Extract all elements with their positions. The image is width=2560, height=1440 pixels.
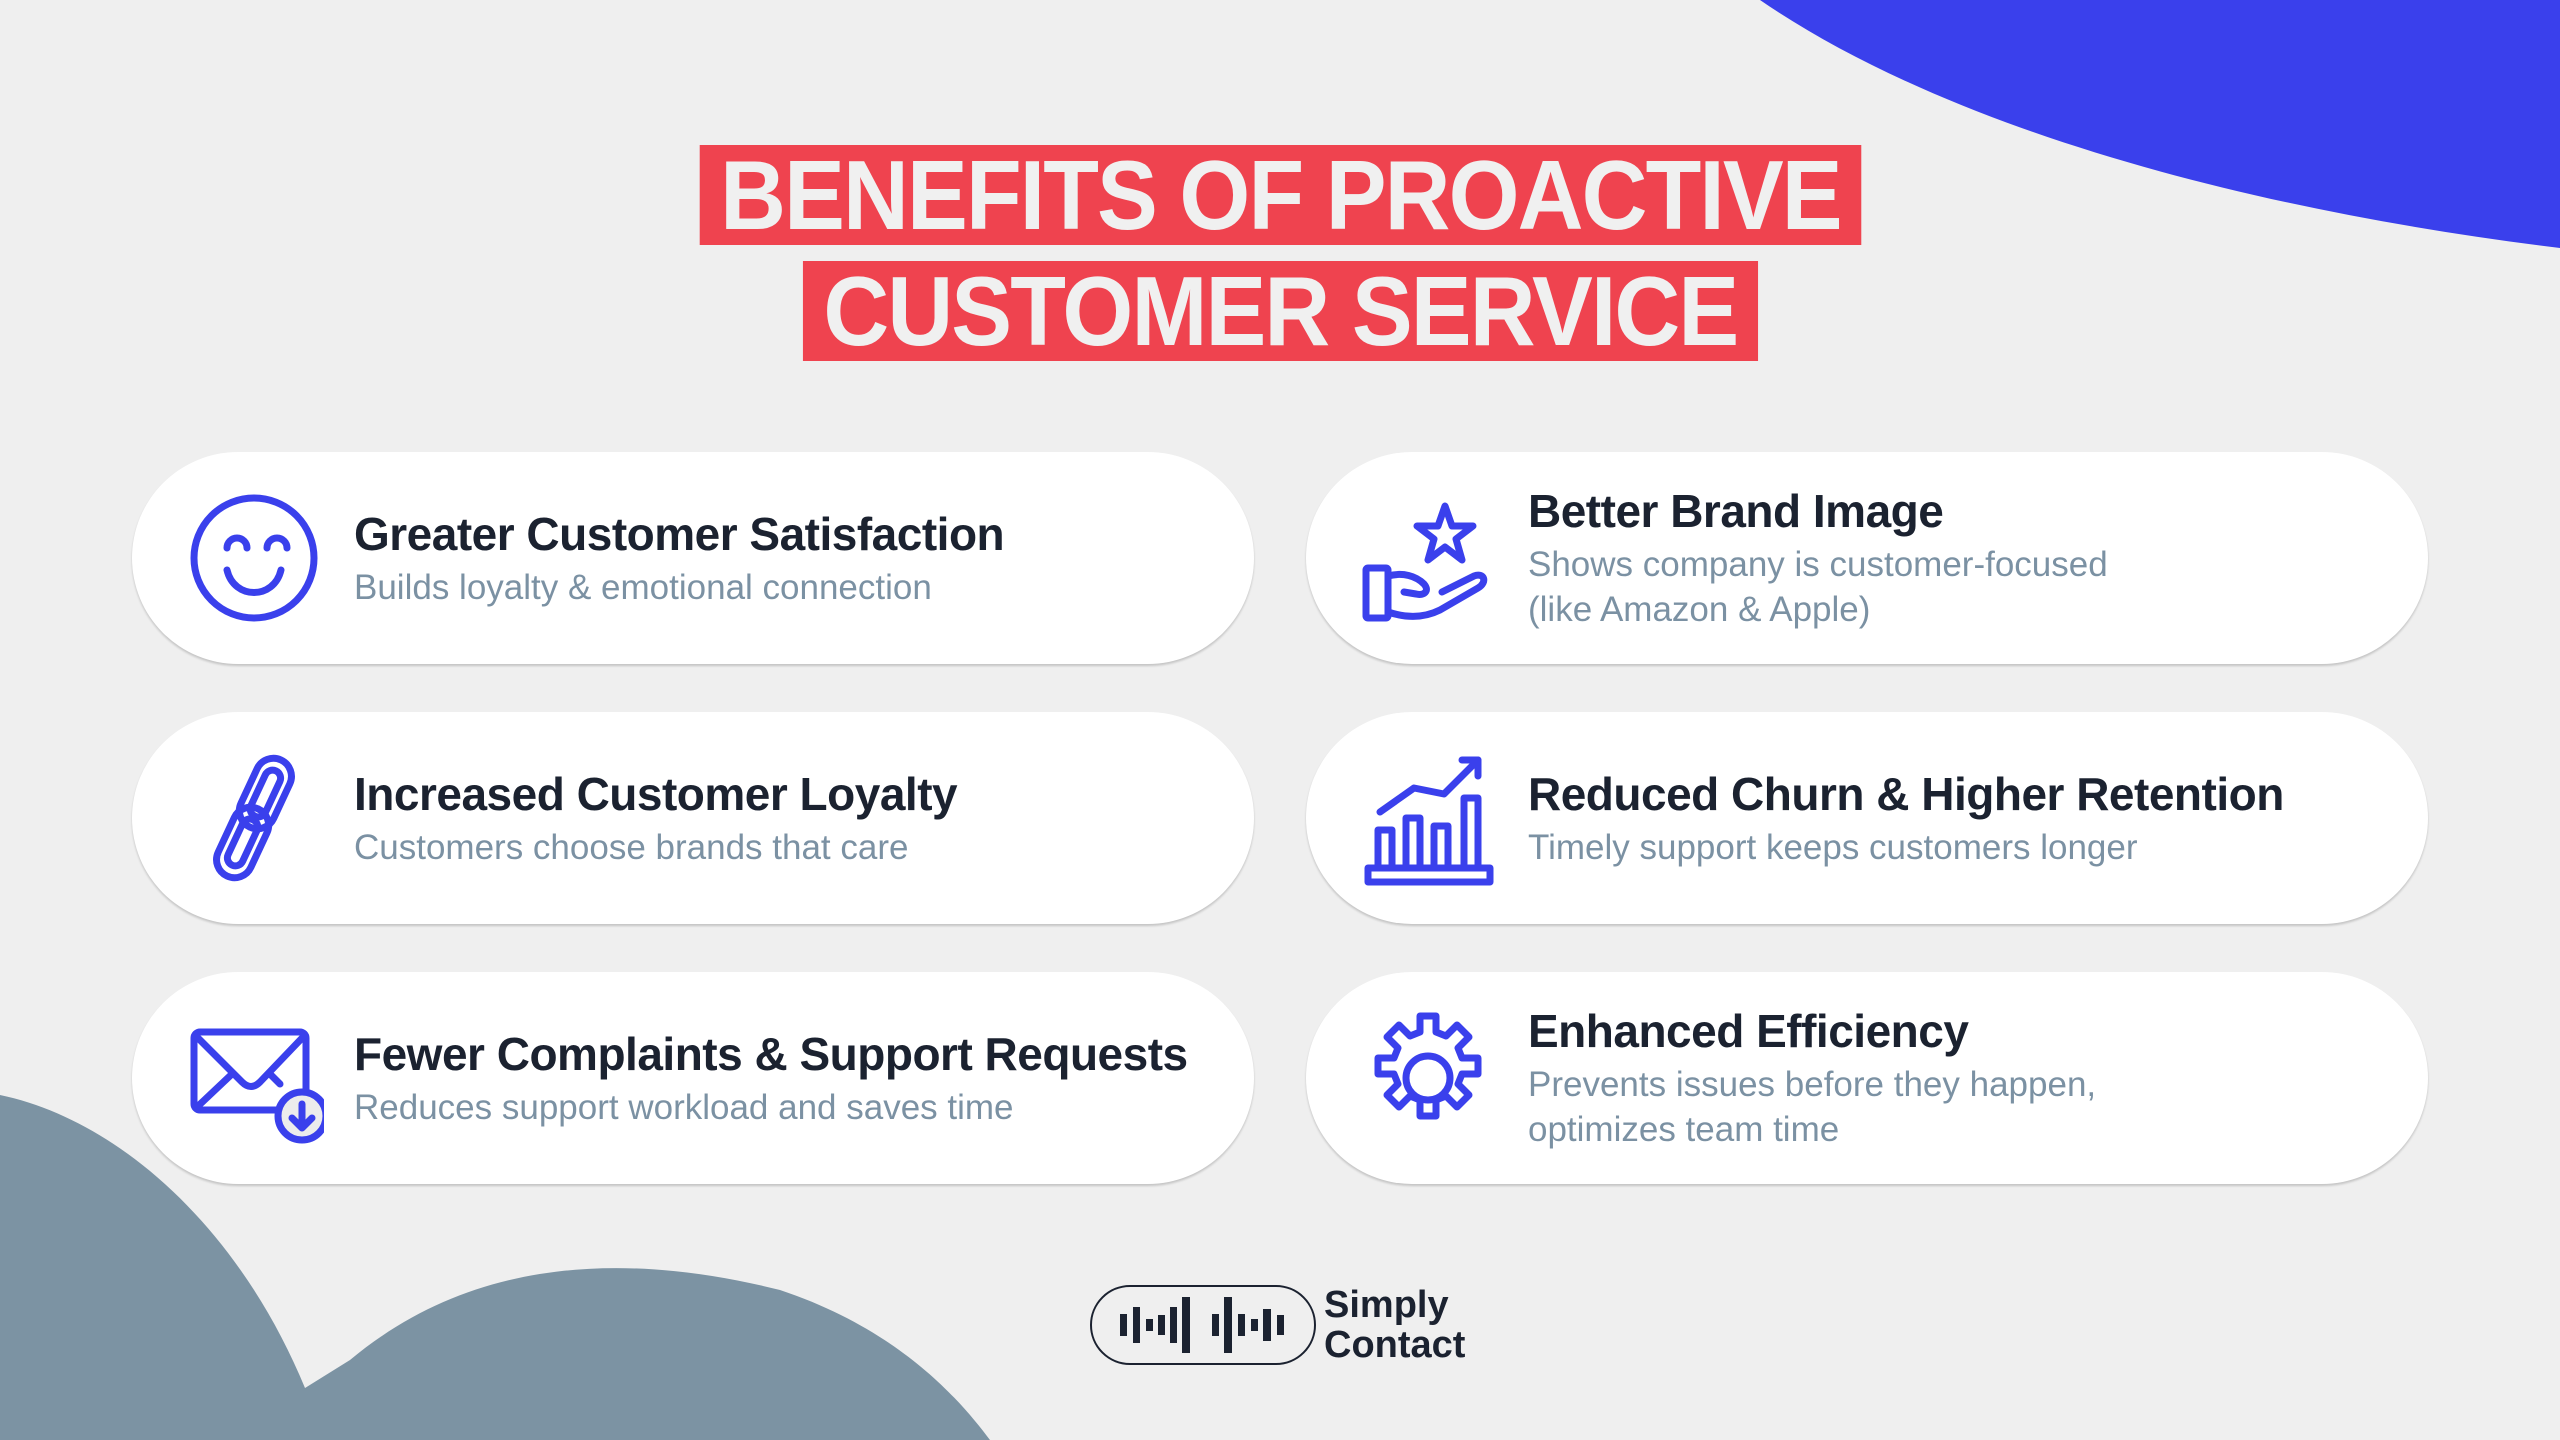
growth-chart-icon: [1358, 748, 1498, 888]
benefit-card-brand-image: Better Brand Image Shows company is cust…: [1306, 452, 2428, 664]
soundwave-icon: [1090, 1285, 1316, 1365]
smiley-face-icon: [184, 488, 324, 628]
card-heading: Increased Customer Loyalty: [354, 767, 958, 820]
benefit-card-satisfaction: Greater Customer Satisfaction Builds loy…: [132, 452, 1254, 664]
card-heading: Fewer Complaints & Support Requests: [354, 1027, 1188, 1080]
card-heading: Better Brand Image: [1528, 485, 1944, 537]
card-heading: Greater Customer Satisfaction: [354, 507, 1005, 560]
logo-line-2: Contact: [1324, 1324, 1466, 1366]
gear-icon: [1358, 1008, 1498, 1148]
card-subtext: Timely support keeps customers longer: [1528, 827, 2138, 867]
benefit-card-retention: Reduced Churn & Higher Retention Timely …: [1306, 712, 2428, 924]
card-subtext: Customers choose brands that care: [354, 827, 909, 867]
benefit-card-complaints: Fewer Complaints & Support Requests Redu…: [132, 972, 1254, 1184]
simply-contact-logo: Simply Contact: [1090, 1285, 1465, 1365]
card-heading: Reduced Churn & Higher Retention: [1528, 767, 2284, 820]
hand-star-icon: [1358, 488, 1498, 628]
title-line-2: CUSTOMER SERVICE: [802, 261, 1758, 361]
logo-line-1: Simply: [1324, 1284, 1449, 1326]
card-subtext: Reduces support workload and saves time: [354, 1087, 1014, 1127]
card-subtext: Shows company is customer-focused (like …: [1528, 545, 2108, 629]
envelope-download-icon: [184, 1008, 324, 1148]
card-heading: Enhanced Efficiency: [1528, 1005, 1969, 1057]
page-title: BENEFITS OF PROACTIVE CUSTOMER SERVICE: [0, 145, 2560, 361]
chain-link-icon: [184, 748, 324, 888]
benefit-card-efficiency: Enhanced Efficiency Prevents issues befo…: [1306, 972, 2428, 1184]
title-line-1: BENEFITS OF PROACTIVE: [699, 145, 1861, 245]
benefit-card-loyalty: Increased Customer Loyalty Customers cho…: [132, 712, 1254, 924]
card-subtext: Builds loyalty & emotional connection: [354, 567, 932, 607]
card-subtext: Prevents issues before they happen, opti…: [1528, 1065, 2097, 1149]
